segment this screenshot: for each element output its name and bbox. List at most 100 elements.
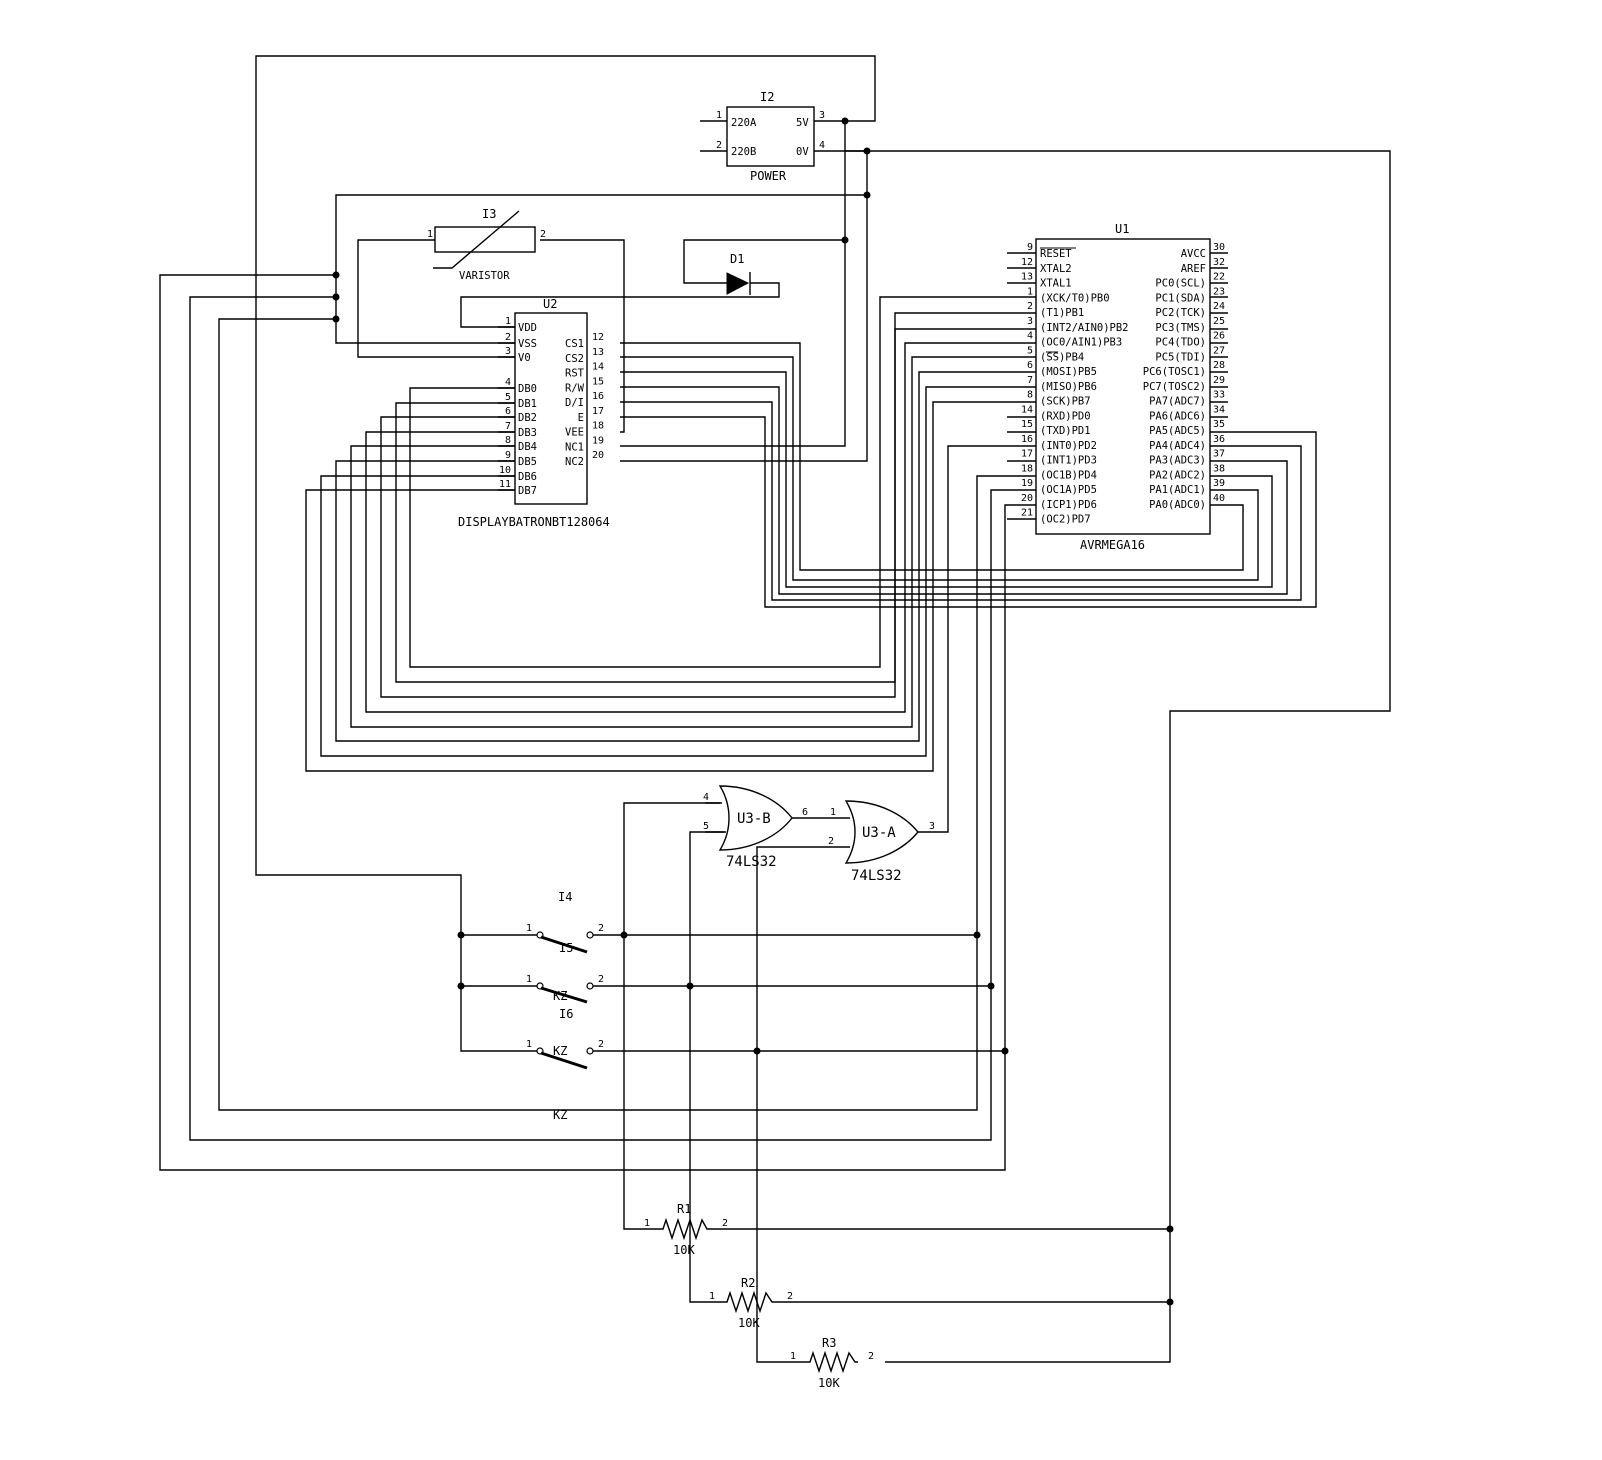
display-body — [514, 312, 588, 505]
display-pin-label: DB7 — [518, 485, 537, 497]
switch-label: KZ — [553, 1044, 567, 1058]
mcu-pin-label: XTAL1 — [1040, 278, 1072, 290]
gate-pin-number: 6 — [802, 807, 808, 818]
resistor-pin-number: 2 — [787, 1291, 793, 1302]
varistor-name: VARISTOR — [459, 270, 510, 282]
mcu-pin-number: 26 — [1213, 331, 1225, 342]
display-pin-label: DB4 — [518, 441, 537, 453]
mcu-pin-label: (T1)PB1 — [1040, 307, 1084, 319]
mcu-pin-number: 18 — [1021, 463, 1033, 474]
mcu-pin-label: XTAL2 — [1040, 263, 1072, 275]
mcu-block: U1 AVRMEGA16 9RESET12XTAL213XTAL11(XCK/T… — [1021, 222, 1225, 552]
display-pin-label: CS2 — [565, 353, 584, 365]
mcu-pin-number: 23 — [1213, 286, 1225, 297]
mcu-pin-label: PC2(TCK) — [1155, 307, 1206, 319]
mcu-pin-number: 13 — [1021, 272, 1033, 283]
display-pin-number: 9 — [505, 450, 511, 461]
mcu-pin-number: 32 — [1213, 257, 1225, 268]
mcu-pin-label: PA1(ADC1) — [1149, 484, 1206, 496]
mcu-pin-label: (OC1A)PD5 — [1040, 484, 1097, 496]
gate-pin-number: 5 — [703, 821, 709, 832]
mcu-pin-label: PA2(ADC2) — [1149, 469, 1206, 481]
mcu-pin-label: (OC2)PD7 — [1040, 514, 1091, 526]
display-pin-number: 19 — [592, 435, 604, 446]
mcu-pin-label: PA5(ADC5) — [1149, 425, 1206, 437]
mcu-pin-label: (INT0)PD2 — [1040, 440, 1097, 452]
wires — [159, 55, 1391, 1363]
resistor-pin-number: 2 — [868, 1351, 874, 1362]
power-supply-block: I2 POWER 220A 220B 5V 0V 1 2 3 4 — [716, 90, 825, 183]
mcu-pin-label: AREF — [1181, 263, 1206, 275]
display-name: DISPLAYBATRONBT128064 — [458, 515, 610, 529]
switch-1: 1 2 I5 — [520, 923, 604, 955]
display-pin-number: 10 — [499, 465, 511, 476]
display-pin-label: RST — [565, 368, 585, 380]
resistor-pin-number: 1 — [709, 1291, 715, 1302]
mcu-pin-number: 16 — [1021, 434, 1033, 445]
display-pin-label: VEE — [565, 427, 584, 439]
mcu-ref: U1 — [1115, 222, 1129, 236]
resistor-pin-number: 1 — [644, 1218, 650, 1229]
resistor-pin-number: 1 — [790, 1351, 796, 1362]
mcu-pin-label: (OC1B)PD4 — [1040, 469, 1097, 481]
display-pin-number: 7 — [505, 421, 511, 432]
junction-dots — [332, 117, 1174, 1306]
switch-pin-number: 1 — [526, 974, 532, 985]
mcu-pin-number: 36 — [1213, 434, 1225, 445]
gate-pin-number: 3 — [929, 821, 935, 832]
mcu-pin-label: PC7(TOSC2) — [1143, 381, 1206, 393]
mcu-pin-number: 7 — [1027, 375, 1033, 386]
resistor-ref: R1 — [677, 1202, 691, 1216]
mcu-pin-label: PC0(SCL) — [1155, 278, 1206, 290]
display-right-pins: 12CS113CS214RST15R/W16D/I17E18VEE19NC120… — [565, 332, 604, 468]
display-pin-number: 17 — [592, 406, 604, 417]
power-body — [726, 106, 815, 167]
mcu-pin-label: PA4(ADC4) — [1149, 440, 1206, 452]
resistor-value: 10K — [673, 1243, 695, 1257]
varistor-ref: I3 — [482, 207, 496, 221]
mcu-pin-number: 19 — [1021, 478, 1033, 489]
switch-ref: I4 — [558, 890, 572, 904]
display-pin-number: 6 — [505, 406, 511, 417]
mcu-pin-label: (ICP1)PD6 — [1040, 499, 1097, 511]
mcu-pin-number: 3 — [1027, 316, 1033, 327]
diode-symbol — [726, 272, 750, 295]
gate-part: 74LS32 — [726, 854, 777, 870]
mcu-pin-label: RESET — [1040, 248, 1072, 260]
mcu-pin-label: PA7(ADC7) — [1149, 396, 1206, 408]
mcu-pin-label: (TXD)PD1 — [1040, 425, 1091, 437]
mcu-pin-number: 14 — [1021, 404, 1033, 415]
mcu-pin-number: 5 — [1027, 345, 1033, 356]
display-pin-label: CS1 — [565, 338, 584, 350]
power-pin-number: 3 — [819, 110, 825, 121]
mcu-pin-number: 20 — [1021, 493, 1033, 504]
mcu-pin-number: 38 — [1213, 463, 1225, 474]
mcu-pin-label: PC4(TDO) — [1155, 337, 1206, 349]
mcu-pin-label: (OC0/AIN1)PB3 — [1040, 337, 1122, 349]
resistor-pin-number: 2 — [722, 1218, 728, 1229]
mcu-pin-number: 1 — [1027, 286, 1033, 297]
varistor-body — [434, 226, 536, 253]
mcu-pin-number: 35 — [1213, 419, 1225, 430]
mcu-pin-label: PC3(TMS) — [1155, 322, 1206, 334]
switch-3: 1 2 KZ KZ — [520, 1039, 604, 1122]
display-pin-label: DB6 — [518, 471, 537, 483]
gate-ref: U3-B — [737, 811, 771, 827]
mcu-pin-number: 21 — [1021, 508, 1033, 519]
mcu-pin-label: PC5(TDI) — [1155, 351, 1206, 363]
mcu-pin-number: 22 — [1213, 272, 1225, 283]
switch-pin-number: 2 — [598, 974, 604, 985]
display-pin-label: NC1 — [565, 441, 584, 453]
display-pin-number: 2 — [505, 332, 511, 343]
mcu-pin-number: 27 — [1213, 345, 1225, 356]
switch-label: I5 — [559, 941, 573, 955]
mcu-pin-label: PC1(SDA) — [1155, 292, 1206, 304]
mcu-pin-number: 29 — [1213, 375, 1225, 386]
mcu-pin-number: 12 — [1021, 257, 1033, 268]
power-pin-label: 220A — [731, 117, 757, 129]
or-gate-u3b: U3-B 74LS32 4 5 6 — [703, 785, 808, 870]
mcu-pin-label: (INT2/AIN0)PB2 — [1040, 322, 1129, 334]
display-pin-number: 5 — [505, 392, 511, 403]
display-pin-label: VSS — [518, 338, 537, 350]
mcu-pin-number: 34 — [1213, 404, 1225, 415]
